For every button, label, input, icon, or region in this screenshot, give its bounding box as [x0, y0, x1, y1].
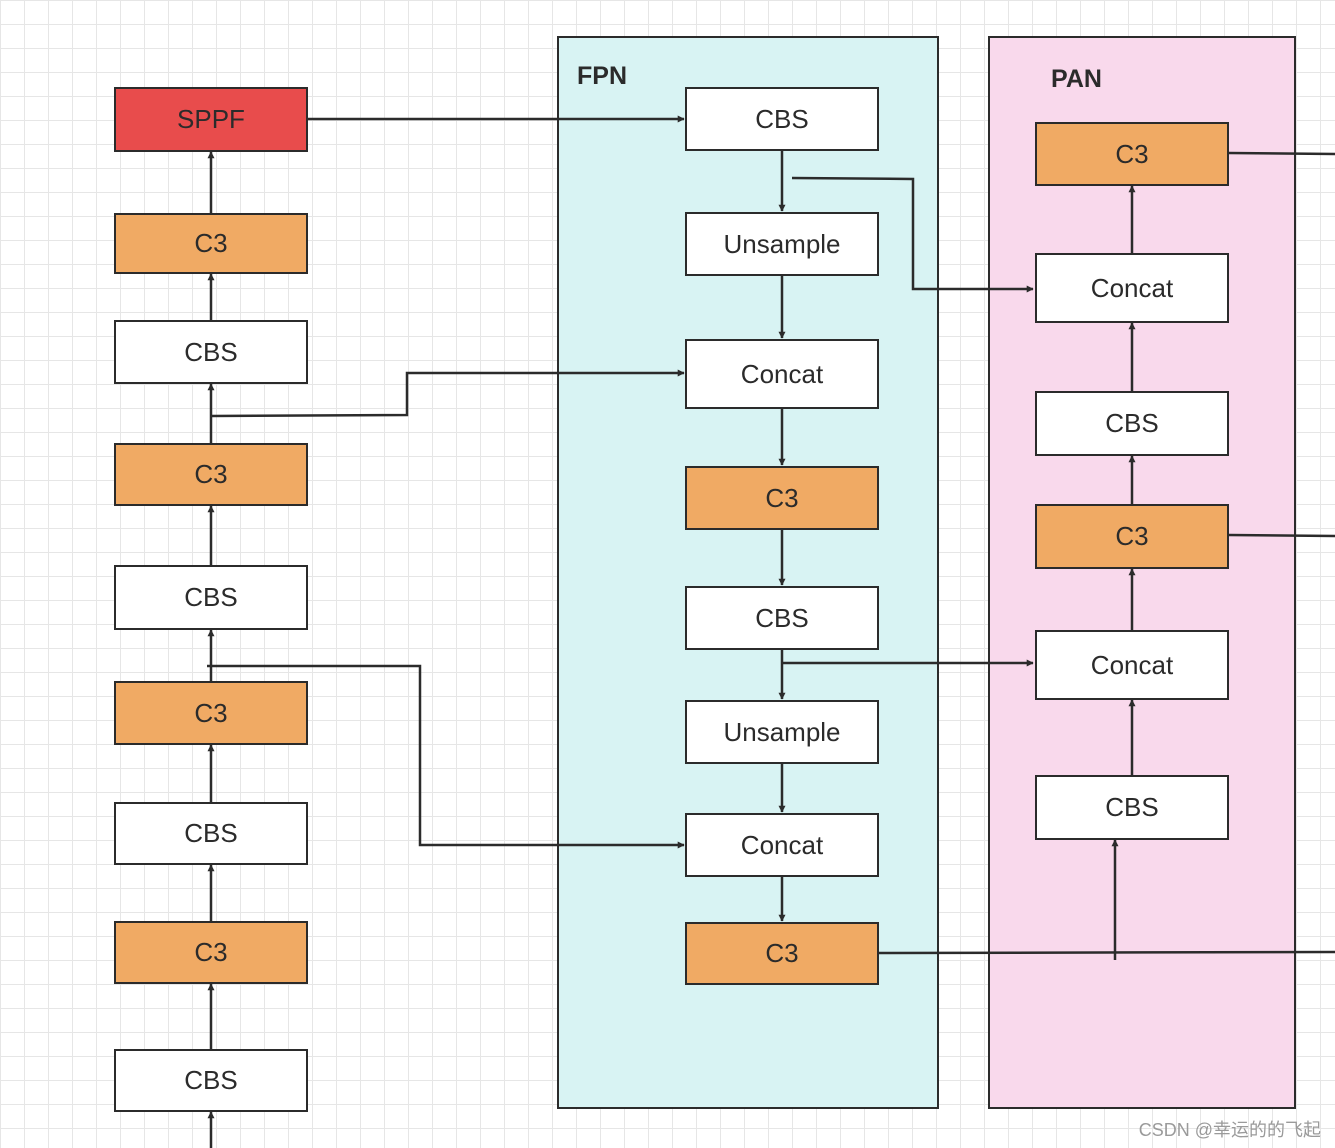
fpn-c3-2: C3 — [685, 922, 879, 985]
backbone-c3-3: C3 — [114, 681, 308, 745]
fpn-cbs-2: CBS — [685, 586, 879, 650]
fpn-concat-1: Concat — [685, 339, 879, 409]
backbone-cbs-2: CBS — [114, 565, 308, 630]
pan-concat-mid: Concat — [1035, 630, 1229, 700]
backbone-c3-2: C3 — [114, 443, 308, 506]
pan-panel — [988, 36, 1296, 1109]
pan-cbs-bottom: CBS — [1035, 775, 1229, 840]
backbone-cbs-4: CBS — [114, 1049, 308, 1112]
pan-c3-top: C3 — [1035, 122, 1229, 186]
backbone-cbs-3: CBS — [114, 802, 308, 865]
pan-title: PAN — [1051, 65, 1102, 93]
backbone-sppf: SPPF — [114, 87, 308, 152]
fpn-cbs-1: CBS — [685, 87, 879, 151]
backbone-c3-4: C3 — [114, 921, 308, 984]
pan-concat-top: Concat — [1035, 253, 1229, 323]
fpn-upsample-2: Unsample — [685, 700, 879, 764]
pan-c3-mid: C3 — [1035, 504, 1229, 569]
fpn-title: FPN — [577, 62, 627, 90]
fpn-concat-2: Concat — [685, 813, 879, 877]
pan-cbs-mid: CBS — [1035, 391, 1229, 456]
backbone-c3-1: C3 — [114, 213, 308, 274]
watermark: CSDN @幸运的的飞起 — [1138, 1120, 1321, 1140]
fpn-c3-1: C3 — [685, 466, 879, 530]
fpn-upsample-1: Unsample — [685, 212, 879, 276]
backbone-cbs-1: CBS — [114, 320, 308, 384]
